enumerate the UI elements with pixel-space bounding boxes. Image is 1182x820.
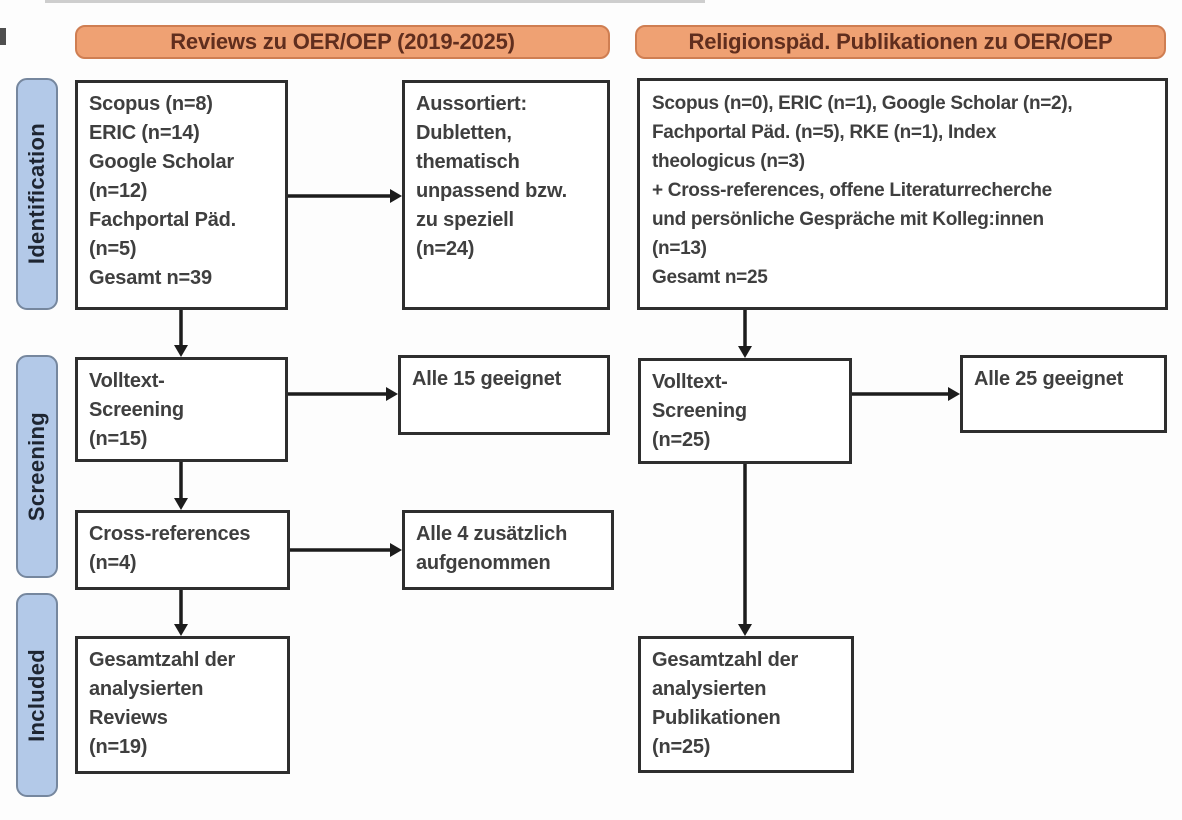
stage-label-included: Included <box>24 648 49 742</box>
scan-artifact-top-line <box>45 0 705 3</box>
box-alle-4-aufgenommen: Alle 4 zusätzlich aufgenommen <box>402 510 614 590</box>
box-cross-references: Cross-references (n=4) <box>75 510 290 590</box>
box-volltext-screening-reviews: Volltext- Screening (n=15) <box>75 357 288 462</box>
column-header-reviews: Reviews zu OER/OEP (2019-2025) <box>75 25 610 59</box>
box-alle-25-geeignet: Alle 25 geeignet <box>960 355 1167 433</box>
column-header-religionspaed: Religionspäd. Publikationen zu OER/OEP <box>635 25 1166 59</box>
box-databases-reviews: Scopus (n=8) ERIC (n=14) Google Scholar … <box>75 80 288 310</box>
arrow-crossreferences-down <box>174 590 188 636</box>
stage-label-screening: Screening <box>24 411 49 522</box>
arrow-volltext-right-down <box>738 464 752 636</box>
arrow-sources-to-aussortiert <box>288 189 402 203</box>
arrow-volltext-left-to-geeignet <box>288 387 398 401</box>
arrow-crossreferences-to-aufgenommen <box>290 543 402 557</box>
arrow-sources-down-left <box>174 310 188 357</box>
box-aussortiert: Aussortiert: Dubletten, thematisch unpas… <box>402 80 610 310</box>
box-gesamtzahl-publikationen: Gesamtzahl der analysierten Publikatione… <box>638 636 854 773</box>
stage-label-identification: Identification <box>24 123 49 265</box>
stage-pill-screening: Screening <box>16 355 58 578</box>
arrow-sources-down-right <box>738 310 752 358</box>
arrow-volltext-to-crossreferences <box>174 462 188 510</box>
box-gesamtzahl-reviews: Gesamtzahl der analysierten Reviews (n=1… <box>75 636 290 774</box>
scan-artifact-left-tick <box>0 28 6 45</box>
arrow-volltext-right-to-geeignet <box>852 387 960 401</box>
stage-pill-identification: Identification <box>16 78 58 310</box>
stage-pill-included: Included <box>16 593 58 797</box>
box-databases-religionspaed: Scopus (n=0), ERIC (n=1), Google Scholar… <box>637 78 1168 310</box>
box-volltext-screening-publikationen: Volltext- Screening (n=25) <box>638 358 852 464</box>
box-alle-15-geeignet: Alle 15 geeignet <box>398 355 610 435</box>
